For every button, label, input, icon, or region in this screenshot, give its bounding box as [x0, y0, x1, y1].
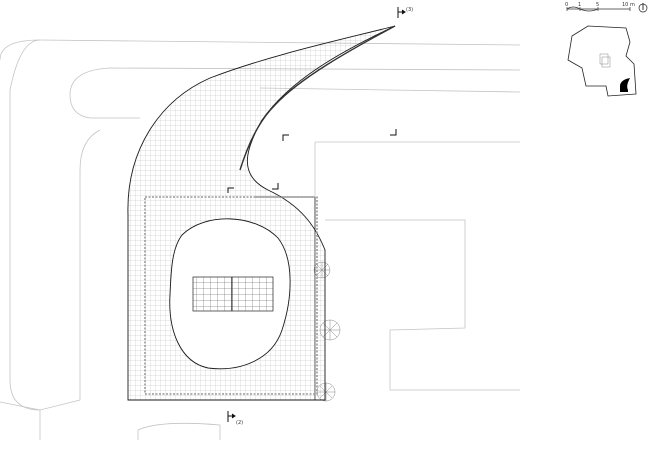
roof-ridge: [239, 25, 396, 171]
roof-outline: [127, 25, 396, 401]
scale-bar: [566, 6, 631, 12]
scale-tick-5: 5: [596, 2, 600, 8]
key-plan-highlight: [620, 78, 630, 92]
north-arrow-icon: [638, 3, 648, 13]
key-plan-block: [599, 53, 609, 65]
section-mark-south-label: (2): [236, 420, 244, 426]
structure-line: [144, 196, 318, 395]
street-context: [0, 39, 521, 440]
section-mark-north: [397, 7, 406, 18]
corner-markers: [227, 129, 397, 193]
scale-tick-10: 10 m: [622, 2, 635, 8]
scale-tick-0: 0: [565, 2, 569, 8]
interior-slab: [192, 276, 274, 312]
key-plan-inset: [567, 25, 637, 97]
section-mark-north-label: (3): [406, 7, 414, 13]
section-mark-south: [227, 411, 236, 422]
scale-tick-1: 1: [578, 2, 582, 8]
